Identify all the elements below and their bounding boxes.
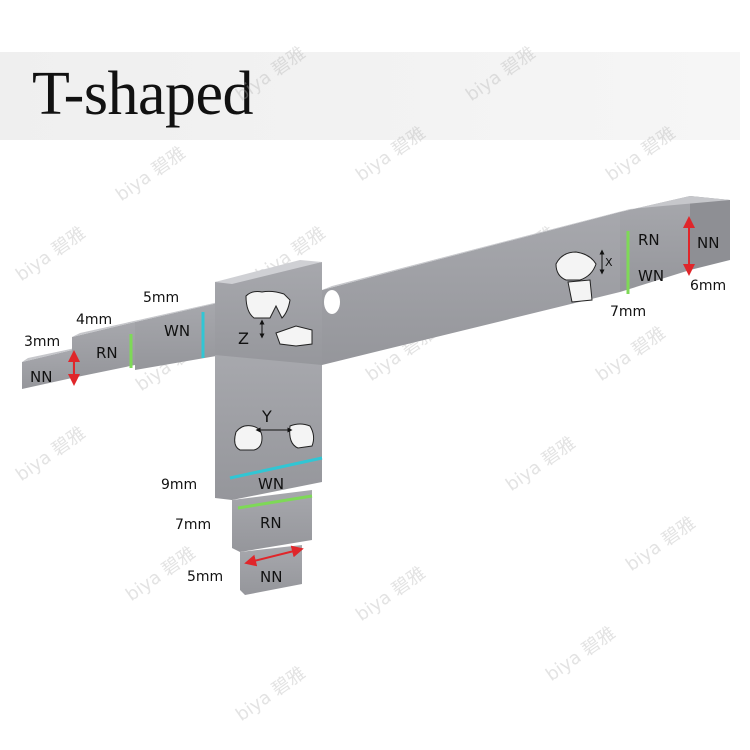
left-arm-step-nn (22, 350, 72, 389)
axis-z-label: Z (238, 329, 249, 348)
stem-nn-arrow (244, 545, 304, 567)
left-rn-width: 4mm (76, 312, 113, 328)
stem-rn-line (237, 494, 313, 510)
tooth-diagram-y (234, 423, 315, 451)
left-arm-step-nn-top (22, 347, 80, 362)
left-nn-label: NN (30, 368, 52, 386)
tooth-diagram-x (555, 249, 605, 303)
center-block-top (215, 260, 322, 284)
right-arm-tip-top (690, 196, 730, 270)
stem-wn-label: WN (258, 475, 284, 493)
center-notch (324, 290, 340, 314)
right-arm (322, 196, 730, 365)
axis-x-label: X (605, 256, 613, 269)
tooth-crown-icon (245, 290, 291, 319)
left-wn-width: 5mm (143, 290, 180, 306)
stem-nn-label: NN (260, 568, 282, 586)
stem-rn-label: RN (260, 514, 282, 532)
left-arm (22, 299, 232, 389)
right-arm-top (322, 209, 630, 290)
stem-nn-width: 5mm (187, 569, 224, 585)
tooth-diagram-z (245, 290, 313, 347)
left-arm-step-rn (72, 322, 135, 378)
tooth-crown-x-icon (555, 251, 597, 281)
implant-x-icon (567, 279, 593, 303)
stem-wn-line (229, 456, 323, 480)
right-wn-label: WN (638, 267, 664, 285)
right-arm-body (322, 212, 620, 365)
right-nn-label: NN (697, 234, 719, 252)
header-band (0, 52, 740, 140)
right-rn-wn-width: 7mm (610, 304, 647, 320)
left-arm-step-wn (135, 302, 222, 370)
right-rn-label: RN (638, 231, 660, 249)
left-arm-step-wn-top (135, 299, 232, 322)
right-arm-tip-top-edge (620, 196, 730, 212)
left-nn-width: 3mm (24, 334, 61, 350)
implant-icon (275, 325, 313, 347)
left-arm-step-rn-top (72, 319, 143, 337)
stem-rn-width: 7mm (175, 517, 212, 533)
center-block (215, 260, 340, 372)
left-wn-label: WN (164, 322, 190, 340)
right-arm-tip (620, 196, 690, 292)
stem-wn-width: 9mm (161, 477, 198, 493)
tooth-left-icon (234, 425, 263, 451)
tooth-right-icon (289, 423, 315, 449)
page-title: T-shaped (32, 60, 254, 128)
axis-y-label: Y (261, 407, 272, 426)
left-rn-label: RN (96, 344, 118, 362)
right-nn-width: 6mm (690, 278, 727, 294)
